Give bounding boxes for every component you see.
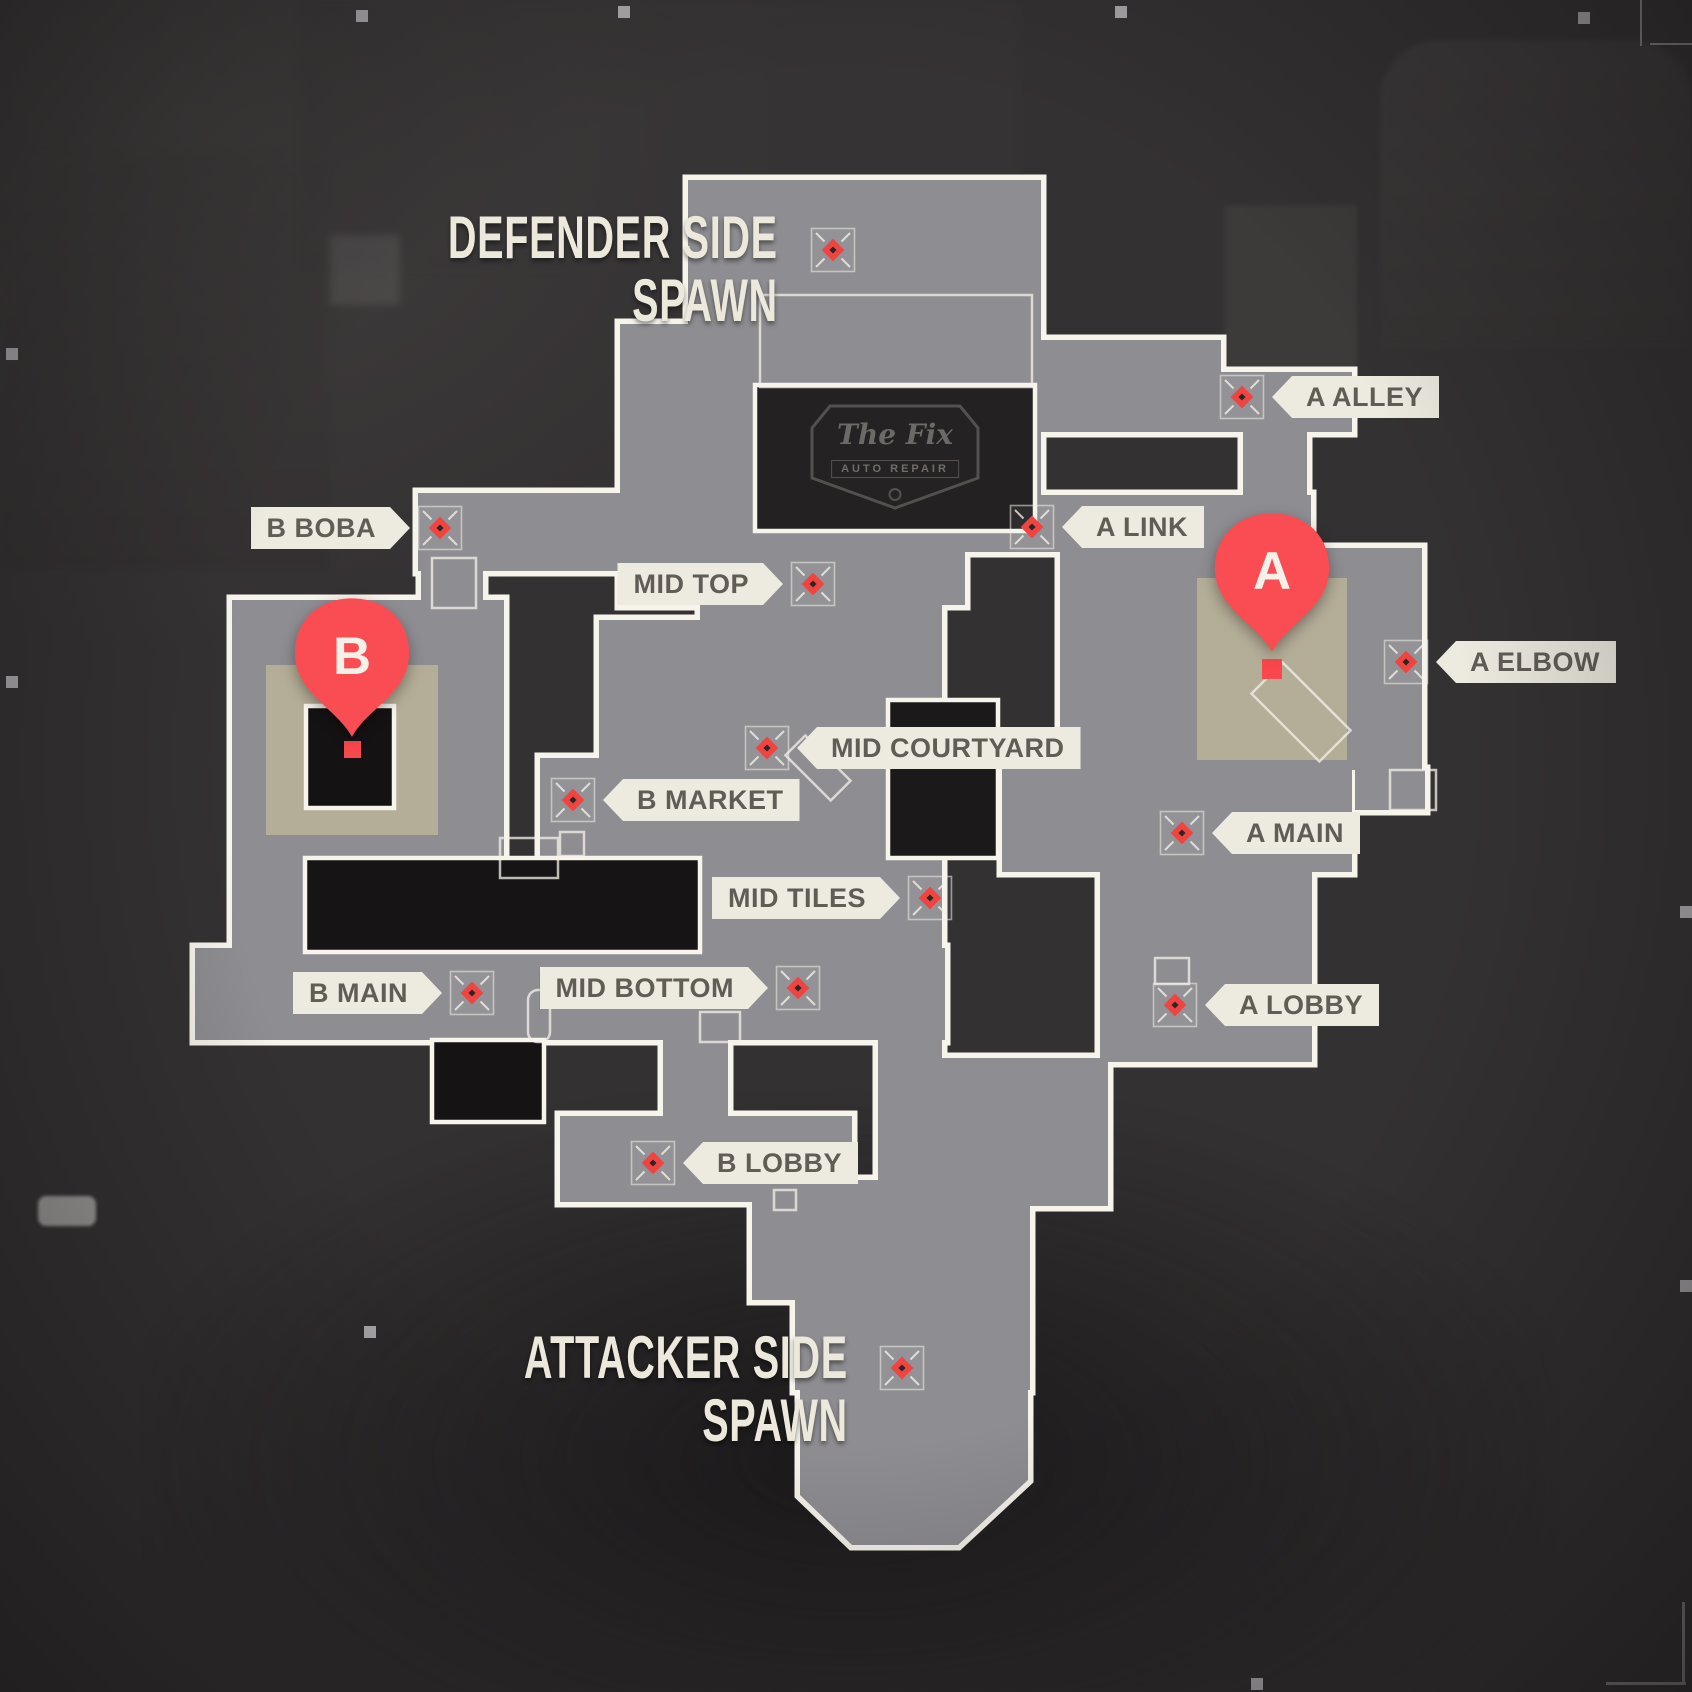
- corner-mark-square: [364, 1326, 376, 1338]
- callout-tag-b-lobby: B LOBBY: [683, 1142, 858, 1184]
- callout-marker-b-main: [449, 970, 495, 1016]
- callout-marker-b-market: [550, 777, 596, 823]
- corner-mark-square: [6, 348, 18, 360]
- spawn-point-icon: [550, 777, 596, 823]
- corner-mark-square: [6, 676, 18, 688]
- callout-tag-b-boba: B BOBA: [251, 507, 411, 549]
- site-pin-a: A: [1214, 513, 1330, 652]
- callout-tag-a-link: A LINK: [1062, 506, 1204, 548]
- spawn-point-icon: [775, 965, 821, 1011]
- defender-spawn-marker: [810, 227, 856, 273]
- corner-mark-square: [1680, 1280, 1692, 1292]
- spawn-point-icon: [630, 1140, 676, 1186]
- corner-mark-square: [1680, 906, 1692, 918]
- spawn-point-icon: [810, 227, 856, 273]
- spawn-point-icon: [907, 875, 953, 921]
- spawn-point-icon: [449, 970, 495, 1016]
- plant-spot-b: [343, 740, 361, 758]
- callout-marker-a-link: [1009, 504, 1055, 550]
- spawn-point-icon: [879, 1345, 925, 1391]
- callout-marker-mid-bottom: [775, 965, 821, 1011]
- spawn-point-icon: [790, 561, 836, 607]
- corner-mark-square: [1115, 6, 1127, 18]
- callout-marker-mid-courtyard: [744, 725, 790, 771]
- defender-spawn-title: DEFENDER SIDE SPAWN: [448, 206, 778, 332]
- callout-tag-a-lobby: A LOBBY: [1205, 984, 1379, 1026]
- corner-mark-line: [1682, 1602, 1685, 1682]
- callout-tag-a-elbow: A ELBOW: [1436, 641, 1616, 683]
- defender-spawn-title-line2: SPAWN: [632, 267, 778, 334]
- callout-tag-a-alley: A ALLEY: [1272, 376, 1439, 418]
- corner-mark-line: [1650, 43, 1692, 45]
- site-pin-letter: A: [1253, 542, 1291, 601]
- spawn-point-icon: [417, 505, 463, 551]
- spawn-point-icon: [1383, 639, 1429, 685]
- spawn-point-icon: [1152, 982, 1198, 1028]
- spawn-point-icon: [1009, 504, 1055, 550]
- spawn-point-icon: [1219, 374, 1265, 420]
- callout-marker-b-lobby: [630, 1140, 676, 1186]
- corner-mark-square: [618, 6, 630, 18]
- attacker-spawn-title: ATTACKER SIDE SPAWN: [524, 1326, 848, 1452]
- callout-tag-mid-top: MID TOP: [617, 563, 783, 605]
- corner-mark-square: [356, 10, 368, 22]
- callout-marker-mid-tiles: [907, 875, 953, 921]
- callout-marker-b-boba: [417, 505, 463, 551]
- corner-mark-line: [1640, 0, 1642, 46]
- callout-tag-b-market: B MARKET: [603, 779, 800, 821]
- spawn-point-icon: [744, 725, 790, 771]
- defender-spawn-title-line1: DEFENDER SIDE: [448, 204, 778, 271]
- corner-mark-line: [1606, 1682, 1686, 1685]
- callout-marker-a-main: [1159, 810, 1205, 856]
- attacker-spawn-title-line1: ATTACKER SIDE: [524, 1324, 848, 1391]
- callout-tag-mid-bottom: MID BOTTOM: [540, 967, 768, 1009]
- attacker-spawn-title-line2: SPAWN: [702, 1387, 848, 1454]
- plant-spot-a: [1262, 659, 1282, 679]
- callout-marker-a-alley: [1219, 374, 1265, 420]
- callout-tag-a-main: A MAIN: [1212, 812, 1360, 854]
- corner-mark-square: [1578, 12, 1590, 24]
- callout-tag-mid-tiles: MID TILES: [712, 877, 900, 919]
- callout-tag-b-main: B MAIN: [293, 972, 442, 1014]
- site-pin-b: B: [294, 598, 410, 737]
- corner-mark-square: [1251, 1678, 1263, 1690]
- spawn-point-icon: [1159, 810, 1205, 856]
- callout-tag-mid-courtyard: MID COURTYARD: [797, 727, 1081, 769]
- site-pin-letter: B: [333, 627, 371, 686]
- callout-marker-mid-top: [790, 561, 836, 607]
- attacker-spawn-marker: [879, 1345, 925, 1391]
- callout-marker-a-elbow: [1383, 639, 1429, 685]
- callout-marker-a-lobby: [1152, 982, 1198, 1028]
